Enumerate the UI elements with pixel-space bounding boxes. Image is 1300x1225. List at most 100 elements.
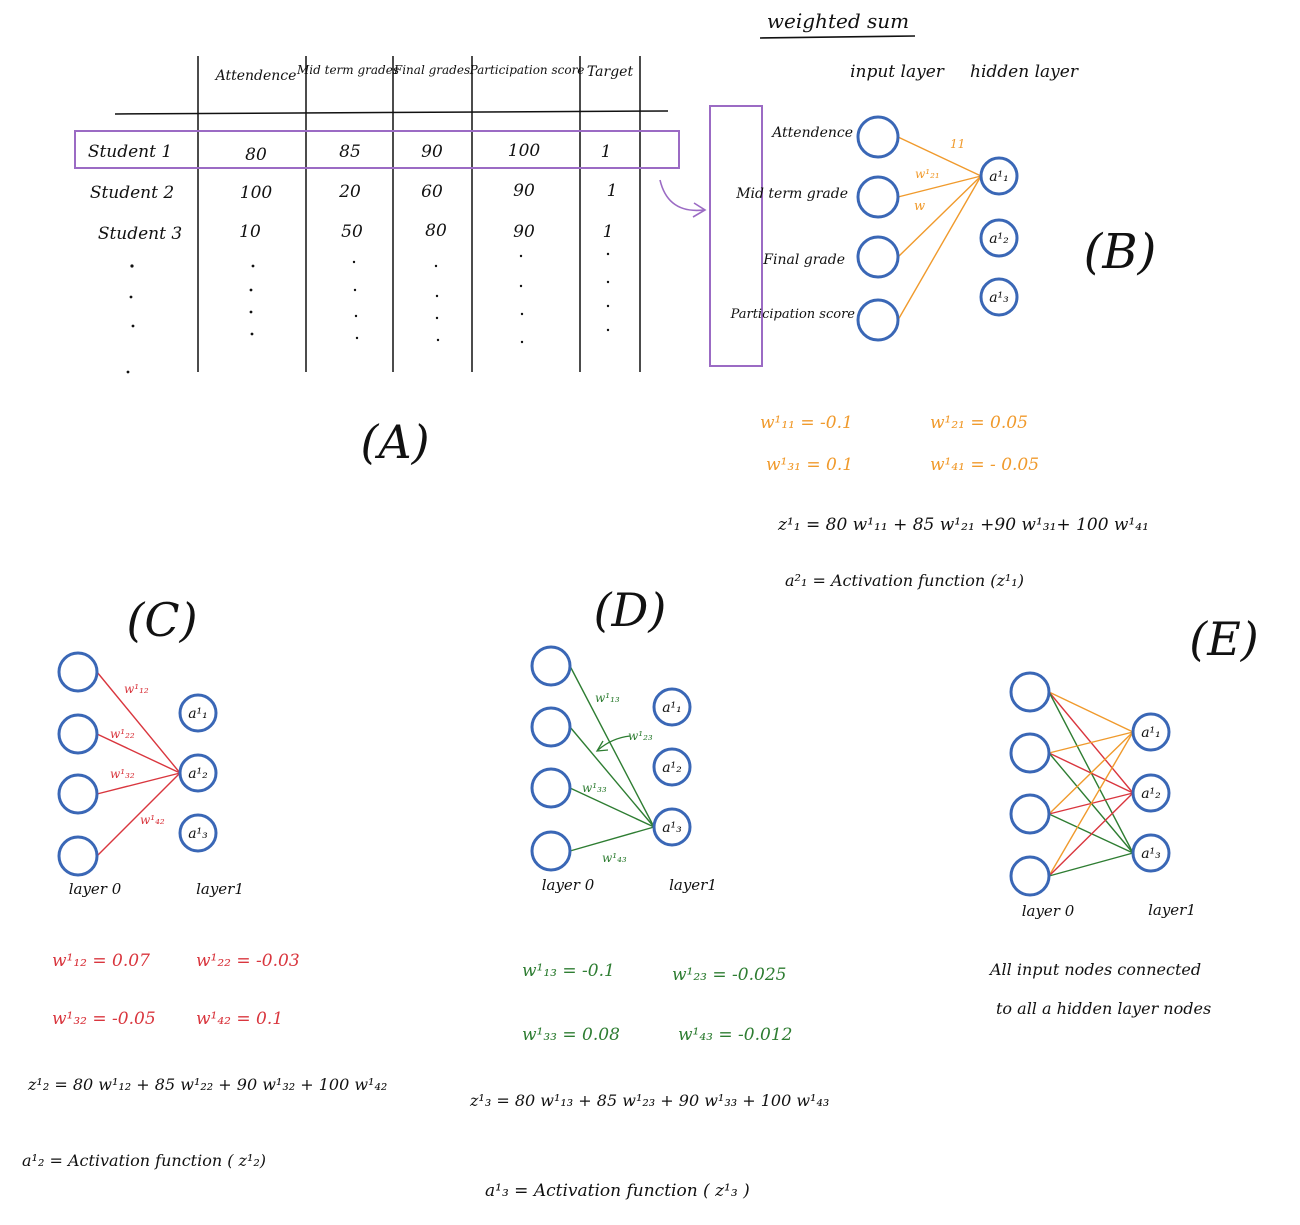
d-layer1-label: layer1	[669, 876, 717, 894]
row1-midterm: 85	[339, 142, 361, 162]
e-hidden-node-3	[1131, 833, 1171, 873]
e-hidden-node-label-3: a¹₃	[1141, 846, 1161, 862]
header-final: Final grades	[393, 63, 470, 77]
header-target: Target	[587, 64, 634, 80]
row3-participation: 90	[513, 222, 535, 242]
d-hidden-node-3	[652, 807, 692, 847]
d-weight-w13: w¹₁₃ = -0.1	[522, 961, 615, 981]
d-input-node-1	[530, 645, 572, 687]
c-weight-w12: w¹₁₂ = 0.07	[52, 951, 150, 971]
b-edge-3-to-1	[897, 175, 982, 258]
c-input-node-2	[57, 713, 99, 755]
panel-c-edges	[96, 671, 181, 857]
e-note-line2: to all a hidden layer nodes	[996, 999, 1211, 1018]
e-edge-3-to-3	[1048, 813, 1134, 854]
e-input-node-2	[1009, 732, 1051, 774]
panel-b: input layer hidden layer Attendence Mid …	[730, 62, 1157, 590]
b-edge-label-w21: w¹₂₁	[915, 167, 940, 181]
d-edge-2-to-3	[569, 726, 655, 828]
e-hidden-node-label-1: a¹₁	[1141, 725, 1161, 741]
row2-target: 1	[607, 181, 618, 201]
b-input-node-4	[856, 298, 900, 342]
header-attendence: Attendence	[214, 68, 297, 84]
b-input-node-3	[856, 235, 900, 279]
c-hidden-node-label-2: a¹₂	[188, 766, 208, 782]
student1-highlight-box	[74, 130, 680, 169]
row1-participation: 100	[508, 141, 541, 161]
c-edge-4-to-2	[96, 772, 181, 857]
e-layer1-label: layer1	[1148, 901, 1196, 919]
row1-name: Student 1	[88, 142, 172, 162]
e-edge-2-to-1	[1048, 731, 1134, 754]
row1-attendence: 80	[245, 145, 267, 165]
input-vector-box	[709, 105, 763, 367]
panel-b-edges	[897, 136, 982, 321]
d-input-node-4	[530, 830, 572, 872]
c-edge-1-to-2	[96, 671, 181, 774]
d-weight-w23: w¹₂₃ = -0.025	[672, 965, 786, 985]
c-hidden-node-label-3: a¹₃	[188, 826, 208, 842]
c-edge-label-w42: w¹₄₂	[140, 813, 165, 827]
input-label-midterm: Mid term grade	[735, 186, 848, 202]
e-hidden-node-label-2: a¹₂	[1141, 786, 1161, 802]
d-hidden-node-2	[652, 747, 692, 787]
b-edge-label-11: 11	[950, 137, 965, 151]
table-continuation-dots	[126, 252, 610, 374]
b-edge-label-w: w	[914, 199, 925, 214]
b-hidden-node-label-2: a¹₂	[989, 231, 1009, 247]
d-hidden-node-label-2: a¹₂	[662, 760, 682, 776]
b-a-equation: a²₁ = Activation function (z¹₁)	[785, 571, 1024, 590]
c-hidden-node-2	[178, 753, 218, 793]
e-input-node-4	[1009, 855, 1051, 897]
d-input-node-2	[530, 706, 572, 748]
row3-final: 80	[425, 221, 447, 241]
e-hidden-node-2	[1131, 773, 1171, 813]
b-edge-1-to-1	[897, 136, 982, 177]
e-layer0-label: layer 0	[1022, 902, 1075, 920]
row1-target: 1	[601, 142, 612, 162]
b-weight-w31: w¹₃₁ = 0.1	[766, 455, 853, 475]
header-midterm: Mid term grades	[296, 63, 399, 77]
c-input-node-3	[57, 773, 99, 815]
panel-a-table: Attendence Mid term grades Final grades …	[74, 56, 680, 374]
hidden-layer-label: hidden layer	[970, 62, 1079, 82]
b-weight-w21: w¹₂₁ = 0.05	[930, 413, 1028, 433]
b-input-node-1	[856, 115, 900, 159]
b-hidden-node-2	[979, 218, 1019, 258]
c-layer0-label: layer 0	[69, 880, 122, 898]
b-weight-w41: w¹₄₁ = - 0.05	[930, 455, 1039, 475]
c-edge-label-w22: w¹₂₂	[110, 727, 135, 741]
header-participation: Participation score	[469, 63, 585, 77]
weighted-sum-title: weighted sum	[767, 9, 909, 33]
row1-final: 90	[421, 142, 443, 162]
d-a-equation: a¹₃ = Activation function ( z¹₃ )	[485, 1181, 750, 1201]
d-hidden-node-label-1: a¹₁	[662, 700, 682, 716]
e-edge-4-to-1	[1048, 731, 1134, 877]
e-edge-3-to-1	[1048, 731, 1134, 815]
row2-name: Student 2	[90, 183, 174, 203]
b-hidden-node-label-3: a¹₃	[989, 290, 1009, 306]
b-edge-2-to-1	[897, 175, 982, 198]
e-input-node-1	[1009, 671, 1051, 713]
d-z-equation: z¹₃ = 80 w¹₁₃ + 85 w¹₂₃ + 90 w¹₃₃ + 100 …	[469, 1091, 829, 1110]
row3-target: 1	[603, 222, 614, 242]
panel-d-edges	[569, 665, 655, 852]
input-label-attendence: Attendence	[770, 125, 853, 141]
d-edge-label-w43: w¹₄₃	[602, 851, 627, 865]
c-hidden-node-3	[178, 813, 218, 853]
e-note-line1: All input nodes connected	[988, 960, 1201, 979]
d-pointer-arrow-head	[595, 740, 609, 752]
panel-c-label: (C)	[126, 593, 197, 647]
input-layer-label: input layer	[850, 62, 945, 82]
d-input-node-3	[530, 767, 572, 809]
e-edge-1-to-1	[1048, 691, 1134, 733]
c-hidden-node-1	[178, 693, 218, 733]
c-edge-label-w12: w¹₁₂	[124, 682, 149, 696]
b-edge-4-to-1	[897, 175, 982, 321]
input-label-final: Final grade	[762, 252, 845, 268]
d-weight-w43: w¹₄₃ = -0.012	[678, 1025, 792, 1045]
